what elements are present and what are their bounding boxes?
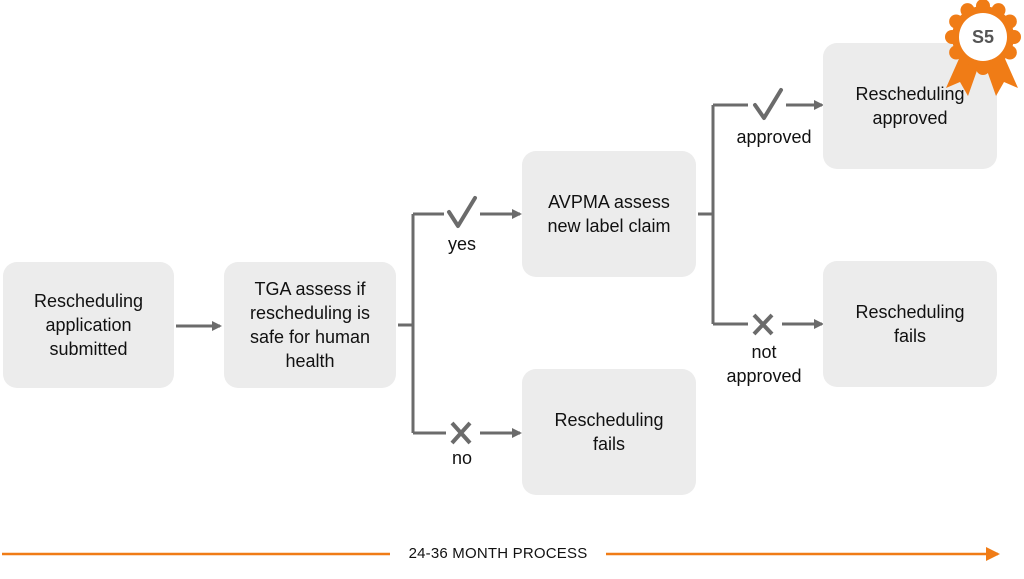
node-submitted: Rescheduling application submitted [3, 262, 174, 388]
node-label: Rescheduling fails [855, 302, 965, 346]
timeline-label: 24-36 MONTH PROCESS [390, 538, 606, 568]
cross-icon [752, 313, 774, 336]
check-icon [753, 88, 783, 120]
edge-label-not-approved: not approved [726, 342, 802, 386]
node-avpma-assess: AVPMA assess new label claim [522, 151, 696, 277]
node-approved: Rescheduling approved [823, 43, 997, 169]
check-icon [447, 196, 477, 228]
node-label: Rescheduling application submitted [33, 291, 144, 359]
node-fails-avpma: Rescheduling fails [823, 261, 997, 387]
node-label: Rescheduling fails [554, 410, 664, 454]
edge-label-yes: yes [440, 232, 484, 256]
node-fails-tga: Rescheduling fails [522, 369, 696, 495]
edge-label-no: no [451, 448, 473, 468]
node-label: Rescheduling approved [855, 84, 965, 128]
s5-badge-icon [945, 0, 1021, 96]
edge-label-approved: approved [727, 125, 821, 149]
cross-icon [450, 421, 472, 445]
node-label: AVPMA assess new label claim [547, 192, 671, 236]
badge-text: S5 [971, 27, 995, 47]
node-label: TGA assess if rescheduling is safe for h… [249, 279, 371, 371]
node-tga-assess: TGA assess if rescheduling is safe for h… [224, 262, 396, 388]
